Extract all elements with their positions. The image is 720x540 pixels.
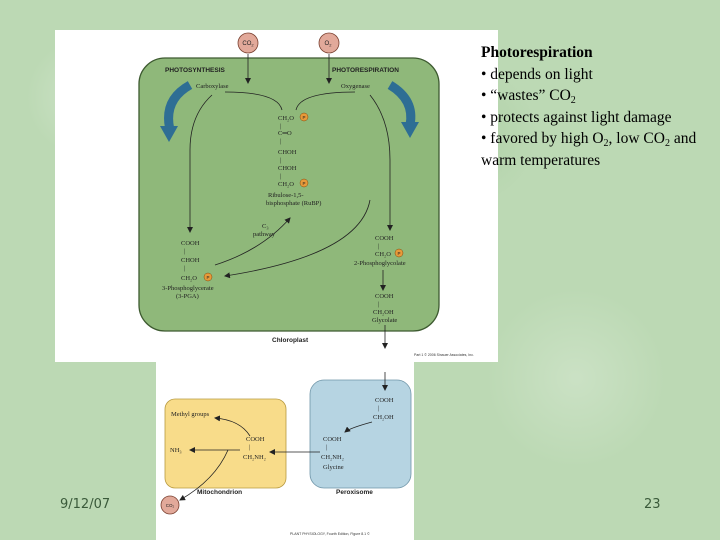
cycle-arrow-right-head — [401, 122, 419, 138]
photorespiration-heading: PHOTORESPIRATION — [332, 67, 399, 74]
svg-text:CH₂O: CH₂O — [278, 115, 294, 122]
chloroplast-shape — [138, 57, 440, 332]
pga-name-line2: (3-PGA) — [176, 293, 199, 300]
glycolate-structure: COOH | CH₂OH — [373, 293, 394, 316]
phosphate-circle-pgly — [394, 248, 404, 258]
to-glycine-arrow — [344, 421, 373, 433]
svg-text:CH₂NH₂: CH₂NH₂ — [321, 454, 344, 461]
phosphate-circle-rubp-bottom — [299, 178, 309, 188]
slide-text-block: Photorespiration • depends on light • “w… — [481, 42, 706, 171]
svg-text:CH₂O: CH₂O — [375, 251, 391, 258]
svg-text:|: | — [280, 173, 281, 180]
slide-page-number: 23 — [644, 497, 661, 512]
svg-text:CH₂O: CH₂O — [278, 181, 294, 188]
photorespiration-path-arrow — [369, 94, 393, 231]
phosphoglycolate-name: 2-Phosphoglycolate — [354, 260, 406, 267]
mito-bond: | — [249, 444, 250, 451]
chloroplast-label: Chloroplast — [272, 337, 309, 344]
slide-title: Photorespiration — [481, 44, 593, 61]
cycle-arrow-right — [387, 81, 416, 126]
nh3-label: NH₃ — [170, 447, 182, 454]
svg-text:CH₂OH: CH₂OH — [373, 414, 394, 421]
bullet-favored: • favored by high O2, low CO2 and warm t… — [481, 130, 697, 169]
svg-text:|: | — [280, 157, 281, 164]
cycle-arrow-left — [164, 81, 193, 132]
slide-date: 9/12/07 — [60, 497, 111, 512]
phosphate-circle-pga — [203, 272, 213, 282]
rubp-structure: CH₂O | C═O | CHOH | CHOH | CH₂O — [278, 115, 297, 188]
svg-text:|: | — [184, 265, 185, 272]
svg-text:|: | — [378, 405, 379, 412]
photosynthesis-path-arrow — [187, 94, 213, 233]
svg-text:|: | — [280, 138, 281, 145]
mito-ch2nh2: CH₂NH₂ — [243, 454, 266, 461]
phosphate-circle-rubp-top — [299, 112, 309, 122]
bullet-wastes-co2: • “wastes” CO2 — [481, 87, 576, 106]
svg-text:|: | — [378, 243, 379, 250]
svg-text:CHOH: CHOH — [181, 257, 200, 264]
pga-structure: COOH | CHOH | CH₂O — [181, 240, 200, 282]
svg-text:COOH: COOH — [375, 293, 394, 300]
bottom-credit: PLANT PHYSIOLOGY, Fourth Edition, Figure… — [290, 532, 370, 536]
svg-text:|: | — [280, 123, 281, 130]
svg-text:|: | — [326, 444, 327, 451]
phosphate-label: P — [302, 115, 305, 120]
phosphate-label: P — [206, 275, 209, 280]
glycine-structure: COOH | CH₂NH₂ — [321, 436, 344, 461]
o2-input-label: O2 — [325, 41, 333, 48]
svg-text:CH₂OH: CH₂OH — [373, 309, 394, 316]
bullet-light: • depends on light — [481, 65, 593, 83]
phosphoglycolate-structure: COOH | CH₂O — [375, 235, 394, 258]
to-methyl-arrow — [214, 415, 251, 437]
mitochondrion-shape — [164, 398, 287, 489]
phosphate-label: P — [302, 181, 305, 186]
glycolate-name: Glycolate — [372, 317, 397, 324]
cycle-arrow-left-head — [160, 126, 178, 142]
methyl-groups-label: Methyl groups — [171, 411, 210, 418]
co2-input-label: CO2 — [242, 41, 254, 48]
bullet-protects: • protects against light damage — [481, 108, 672, 126]
svg-text:COOH: COOH — [375, 397, 394, 404]
svg-text:CHOH: CHOH — [278, 165, 297, 172]
glycerate-return-arrow — [224, 199, 371, 279]
rubp-name-line2: bisphosphate (RuBP) — [266, 200, 321, 207]
photosynthesis-heading: PHOTOSYNTHESIS — [165, 67, 226, 74]
svg-text:CHOH: CHOH — [278, 149, 297, 156]
oxygenase-label: Oxygenase — [341, 83, 370, 90]
c3-pathway-label-2: pathway — [253, 231, 276, 238]
figure-copyright: Part 1 © 2006 Sinauer Associates, Inc. — [414, 353, 474, 357]
svg-text:|: | — [378, 301, 379, 308]
co2-output-circle — [160, 495, 180, 515]
glycine-name: Glycine — [323, 464, 344, 471]
to-co2-arrow — [179, 449, 229, 501]
carboxylase-label: Carboxylase — [196, 83, 229, 90]
mito-cooh: COOH — [246, 436, 265, 443]
c3-pathway-label-1: C₃ — [262, 223, 269, 230]
svg-text:CH₂O: CH₂O — [181, 275, 197, 282]
svg-text:|: | — [184, 248, 185, 255]
peroxisome-shape — [309, 379, 412, 489]
svg-text:COOH: COOH — [375, 235, 394, 242]
svg-text:COOH: COOH — [323, 436, 342, 443]
mitochondrion-label: Mitochondrion — [197, 489, 242, 496]
rubp-name-line1: Ribulose-1,5- — [268, 192, 304, 199]
svg-text:COOH: COOH — [181, 240, 200, 247]
peroxisome-label: Peroxisome — [336, 489, 373, 496]
svg-text:C═O: C═O — [278, 130, 292, 137]
co2-output-label: CO₂ — [166, 503, 175, 508]
pga-name-line1: 3-Phosphoglycerate — [162, 285, 214, 292]
carboxylase-line — [224, 91, 283, 111]
o2-input-circle — [318, 32, 340, 54]
oxygenase-line — [295, 91, 356, 111]
c3-pathway-arrow — [214, 217, 291, 266]
co2-input-circle — [237, 32, 259, 54]
peroxisome-glycolate-structure: COOH | CH₂OH — [373, 397, 394, 421]
phosphate-label: P — [397, 251, 400, 256]
